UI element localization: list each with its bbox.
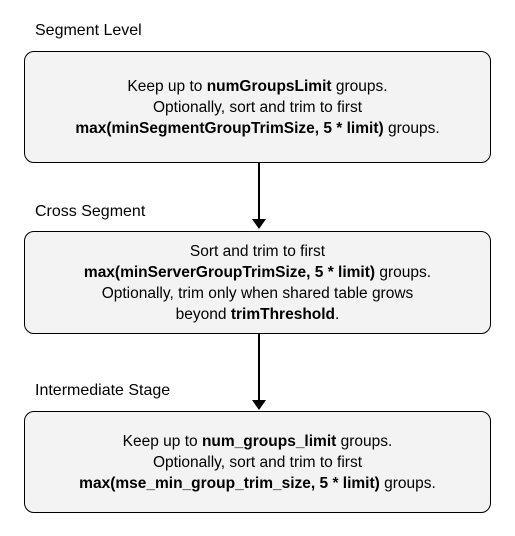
- stage-label-segment-level: Segment Level: [35, 22, 142, 39]
- box-line: max(minSegmentGroupTrimSize, 5 * limit) …: [75, 119, 440, 137]
- box-line: Sort and trim to first: [189, 242, 326, 260]
- arrow-shaft: [258, 163, 260, 221]
- stage-label-intermediate-stage: Intermediate Stage: [35, 382, 171, 399]
- arrow-head-icon: [252, 219, 266, 229]
- box-line: max(mse_min_group_trim_size, 5 * limit) …: [79, 474, 436, 492]
- flow-arrow-1: [252, 163, 266, 229]
- flow-arrow-2: [252, 334, 266, 410]
- box-line: max(minServerGroupTrimSize, 5 * limit) g…: [83, 263, 432, 281]
- stage-box-segment-level: Keep up to numGroupsLimit groups. Option…: [24, 51, 491, 163]
- arrow-shaft: [258, 334, 260, 402]
- box-line: Keep up to numGroupsLimit groups.: [127, 77, 388, 95]
- arrow-head-icon: [252, 400, 266, 410]
- box-line: Optionally, sort and trim to first: [152, 453, 363, 471]
- box-line: Optionally, sort and trim to first: [152, 98, 363, 116]
- stage-label-cross-segment: Cross Segment: [35, 203, 146, 220]
- box-line: Keep up to num_groups_limit groups.: [122, 432, 393, 450]
- stage-box-cross-segment: Sort and trim to first max(minServerGrou…: [24, 231, 491, 334]
- box-line: beyond trimThreshold.: [175, 305, 340, 323]
- stage-box-intermediate-stage: Keep up to num_groups_limit groups. Opti…: [24, 411, 491, 513]
- box-line: Optionally, trim only when shared table …: [101, 284, 414, 302]
